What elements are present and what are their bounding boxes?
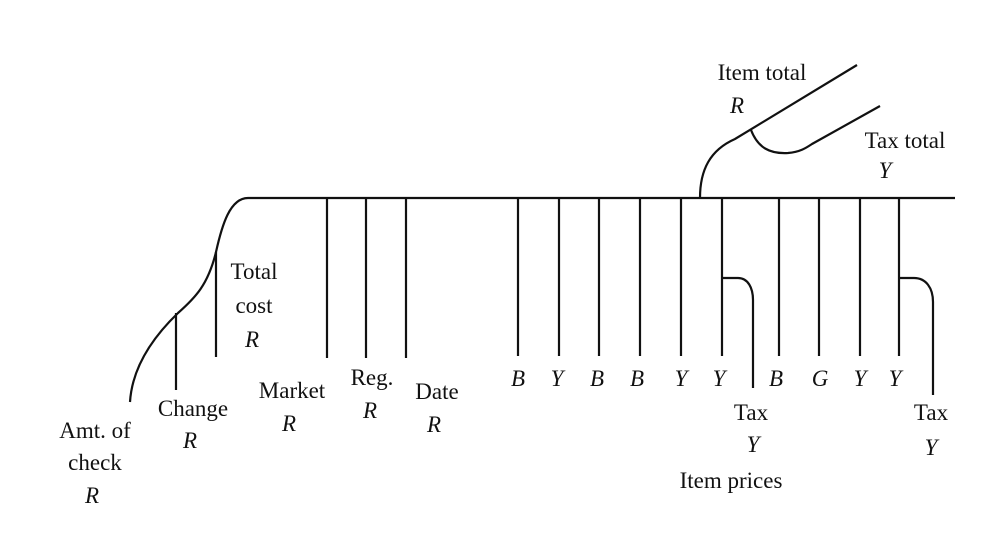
market-type: R (281, 411, 296, 436)
reg-type: R (362, 398, 377, 423)
date-label: Date (415, 379, 458, 404)
item-code: Y (551, 366, 566, 391)
total-cost-type: R (244, 327, 259, 352)
left-branch-curve (128, 196, 249, 403)
item-lines (516, 198, 901, 356)
item-total-type: R (729, 93, 744, 118)
tax-type-1: Y (747, 432, 762, 457)
tax-type-2: Y (925, 435, 940, 460)
item-code: Y (889, 366, 904, 391)
tax-branch-2 (899, 276, 935, 395)
tax-branch-1 (722, 276, 755, 388)
tax-label-1: Tax (734, 400, 769, 425)
item-prices-label: Item prices (680, 468, 783, 493)
amt-of-check-label: Amt. of (59, 418, 131, 443)
item-code: Y (675, 366, 690, 391)
item-code: Y (713, 366, 728, 391)
reg-label: Reg. (351, 365, 394, 390)
item-code: B (511, 366, 525, 391)
tax-label-2: Tax (914, 400, 949, 425)
item-code: B (630, 366, 644, 391)
item-code: B (769, 366, 783, 391)
tax-total-label: Tax total (865, 128, 946, 153)
item-codes: B Y B B Y Y B G Y Y (511, 366, 904, 391)
item-code: G (812, 366, 829, 391)
tax-total-branch (749, 105, 881, 155)
item-code: Y (854, 366, 869, 391)
item-total-branch (698, 64, 858, 199)
total-cost-label: Total (231, 259, 278, 284)
date-type: R (426, 412, 441, 437)
amt-of-check-label: check (68, 450, 122, 475)
item-total-label: Item total (718, 60, 807, 85)
change-type: R (182, 428, 197, 453)
amt-of-check-type: R (84, 483, 99, 508)
tax-total-type: Y (879, 158, 894, 183)
change-label: Change (158, 396, 228, 421)
total-cost-label: cost (235, 293, 273, 318)
item-code: B (590, 366, 604, 391)
market-label: Market (259, 378, 326, 403)
